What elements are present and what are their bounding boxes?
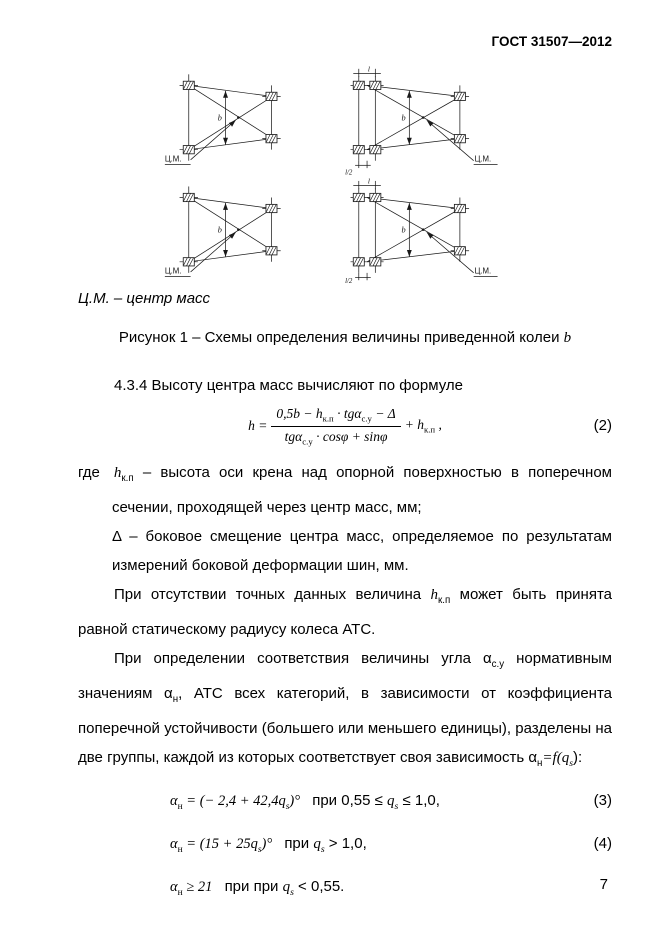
wheel-icon <box>265 203 278 214</box>
page-number: 7 <box>599 876 608 893</box>
figure-caption-text: Рисунок 1 – Схемы определения величины п… <box>118 329 564 346</box>
formula-4-condition: при qs > 1,0, <box>284 834 367 855</box>
wheel-icon <box>369 145 382 155</box>
formula-2: h = 0,5b − hк.п · tgαс.у − Δ tgαс.у · co… <box>78 404 612 452</box>
wheel-icon <box>369 192 382 203</box>
formula-2-body: h = 0,5b − hк.п · tgαс.у − Δ tgαс.у · co… <box>248 406 442 447</box>
document-header: ГОСТ 31507—2012 <box>78 34 612 49</box>
formula-4-number: (4) <box>593 834 612 852</box>
formula-4: αн = (15 + 25qs)° при qs > 1,0, (4) <box>78 830 612 864</box>
cm-arrow <box>190 119 236 161</box>
paragraph-alpha-groups: При определении соответствия величины уг… <box>78 650 612 769</box>
wheel-icon <box>265 246 278 256</box>
where-keyword: где <box>78 464 100 481</box>
dim-l-half-label: l/2 <box>345 278 353 284</box>
wheel-icon <box>182 192 195 203</box>
wheel-icon <box>453 134 466 144</box>
where-clause-delta: Δ – боковое смещение центра масс, опреде… <box>112 528 612 574</box>
dim-b-label: b <box>402 113 406 122</box>
paragraph-4-3-4: 4.3.4 Высоту центра масс вычисляют по фо… <box>114 377 463 394</box>
formula-3-condition: при 0,55 ≤ qs ≤ 1,0, <box>312 792 440 812</box>
wheel-icon <box>453 91 466 101</box>
dim-b-label: b <box>218 113 222 122</box>
dim-l-label: l <box>368 177 370 186</box>
cm-label: Ц.М. <box>165 267 182 276</box>
formula-3-number: (3) <box>593 792 612 809</box>
wheel-icon <box>453 203 466 214</box>
cm-arrow <box>190 232 236 273</box>
dim-b-label: b <box>218 225 222 234</box>
figure-legend: Ц.М. – центр масс <box>78 290 211 307</box>
wheel-icon <box>182 80 195 90</box>
wheel-icon <box>182 257 195 267</box>
center-of-mass-dot <box>237 228 240 231</box>
formula-5-condition: при при qs < 0,55. <box>224 877 345 898</box>
formula-3: αн = (− 2,4 + 42,4qs)° при 0,55 ≤ qs ≤ 1… <box>78 787 612 821</box>
cm-arrow <box>426 119 474 161</box>
scheme-dual-wheels-top <box>350 68 498 169</box>
wheel-icon <box>352 192 365 203</box>
formula-5: αн ≥ 21 при при qs < 0,55. <box>78 873 612 907</box>
center-of-mass-dot <box>421 228 425 231</box>
cm-label: Ц.М. <box>165 155 182 164</box>
scheme-single-wheels-bottom <box>164 186 281 277</box>
wheel-icon <box>369 257 382 267</box>
dim-l-label: l <box>368 65 370 74</box>
formula-3-math: αн = (− 2,4 + 42,4qs)° <box>170 793 301 812</box>
wheel-icon <box>182 145 195 155</box>
doc-number: ГОСТ 31507—2012 <box>491 34 612 49</box>
cm-arrow <box>426 232 474 274</box>
wheel-icon <box>352 257 365 267</box>
formula-2-number: (2) <box>593 417 612 434</box>
wheel-icon <box>453 246 466 256</box>
dim-l-half-label: l/2 <box>345 170 353 177</box>
formula-4-math: αн = (15 + 25qs)° <box>170 835 273 855</box>
center-of-mass-dot <box>237 116 240 119</box>
wheel-icon <box>352 80 365 90</box>
wheel-icon <box>369 80 382 90</box>
cm-label: Ц.М. <box>475 155 492 164</box>
wheel-icon <box>265 134 278 144</box>
scheme-dual-wheels-bottom <box>350 180 498 281</box>
paragraph-hkp-note: При отсутствии точных данных величина hк… <box>78 586 612 638</box>
formula-5-math: αн ≥ 21 <box>170 878 213 898</box>
formula-2-fraction: 0,5b − hк.п · tgαс.у − Δ tgαс.у · cosφ +… <box>271 406 401 446</box>
scheme-single-wheels-top <box>164 74 281 165</box>
center-of-mass-dot <box>421 116 425 119</box>
dim-b-label: b <box>402 225 406 234</box>
figure-caption: Рисунок 1 – Схемы определения величины п… <box>78 329 612 347</box>
figure-1-diagrams: Ц.М. b <box>164 65 498 284</box>
figure-caption-variable: b <box>563 330 572 346</box>
wheel-icon <box>265 91 278 101</box>
cm-label: Ц.М. <box>475 267 492 276</box>
wheel-icon <box>352 145 365 155</box>
